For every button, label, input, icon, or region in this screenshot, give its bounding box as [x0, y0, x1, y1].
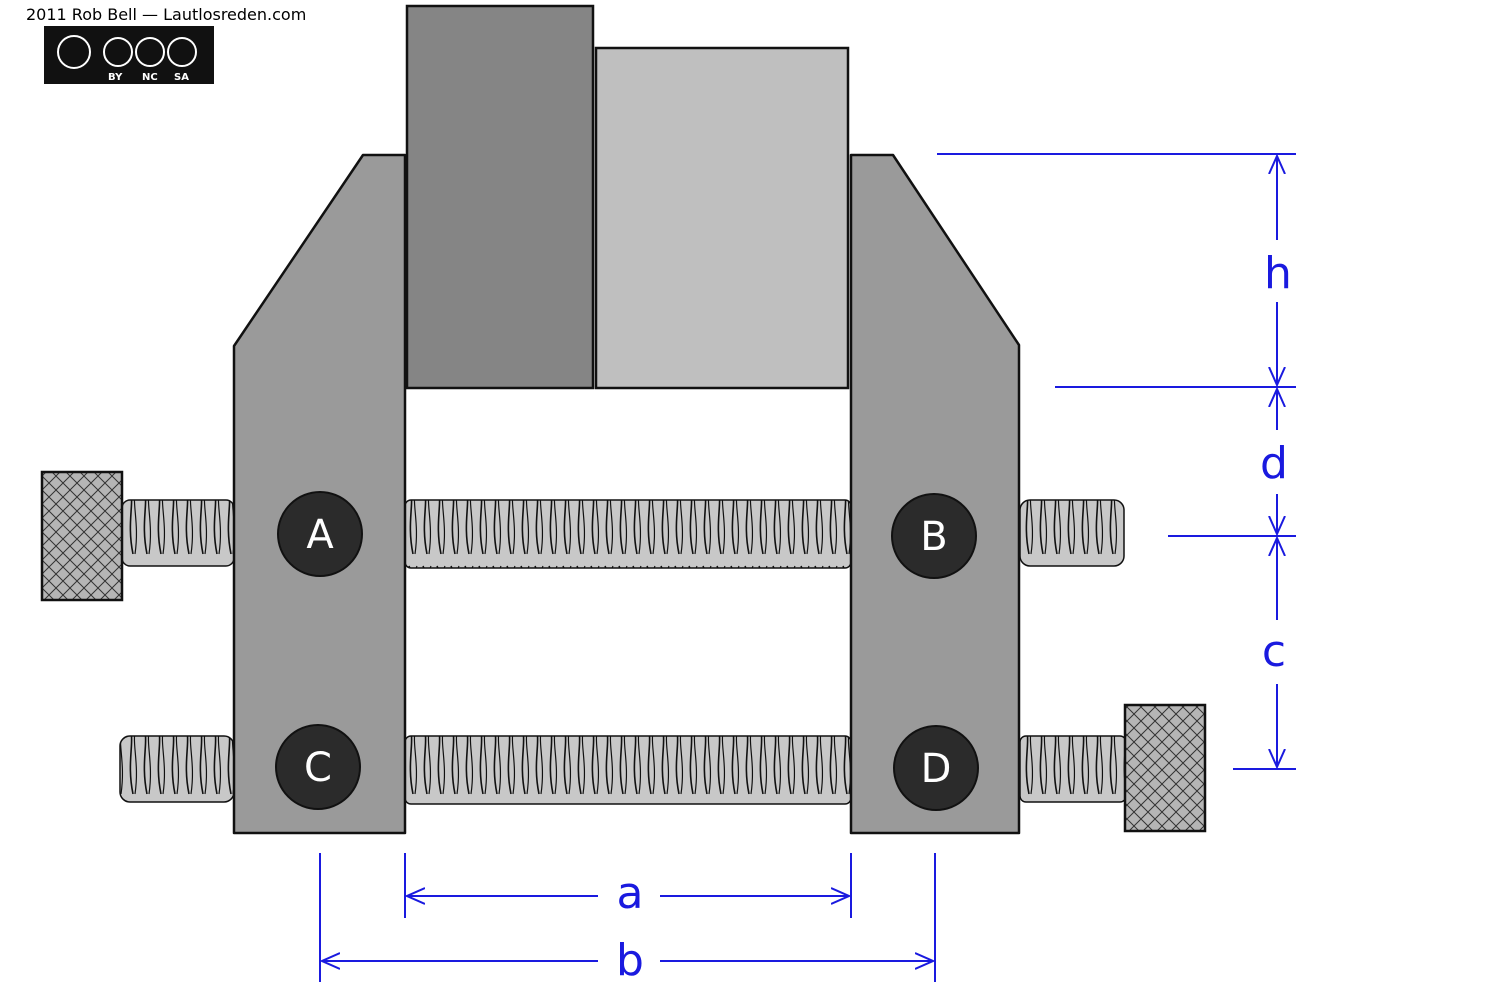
- dim-d-label: d: [1260, 438, 1288, 489]
- pin-c-circle: [275, 724, 361, 810]
- upper-screw-right-thread: [1019, 499, 1125, 567]
- horizontal-dimensions: [319, 853, 936, 982]
- by-icon: [103, 37, 133, 67]
- upper-screw-left-thread: [121, 499, 235, 567]
- lower-screw-right-thread: [1019, 735, 1127, 803]
- lower-screw: [119, 703, 1207, 833]
- upper-screw-middle-thread: [404, 499, 852, 569]
- lower-knob: [1123, 703, 1207, 833]
- lower-screw-left-thread: [119, 735, 235, 803]
- dim-a-label: a: [617, 868, 644, 919]
- pin-d: D: [893, 725, 979, 811]
- light-block: [594, 46, 850, 390]
- badge-label-by: BY: [108, 72, 123, 83]
- pin-b-label: B: [920, 514, 947, 560]
- dim-h-label: h: [1264, 248, 1292, 299]
- upper-screw: [40, 470, 1125, 602]
- sa-icon: [167, 37, 197, 67]
- pin-d-label: D: [921, 746, 952, 792]
- pin-c-label: C: [304, 745, 332, 791]
- license-badge: 2011 Rob Bell — Lautlosreden.com BY NC S…: [26, 5, 306, 84]
- vertical-dimensions: [937, 153, 1296, 770]
- dark-block: [405, 4, 595, 390]
- nc-icon: [135, 37, 165, 67]
- pin-d-circle: [893, 725, 979, 811]
- pin-b-circle: [891, 493, 977, 579]
- license-url: 2011 Rob Bell — Lautlosreden.com: [26, 5, 306, 24]
- pin-a: A: [277, 491, 363, 577]
- badge-label-sa: SA: [174, 72, 189, 83]
- badge-label-nc: NC: [142, 72, 158, 83]
- pin-a-label: A: [306, 512, 334, 558]
- pin-a-circle: [277, 491, 363, 577]
- upper-knob: [40, 470, 124, 602]
- lower-screw-middle-thread: [404, 735, 852, 805]
- cc-icon: [57, 35, 91, 69]
- dim-b-label: b: [616, 935, 644, 986]
- dim-c-label: c: [1262, 626, 1286, 677]
- pin-b: B: [891, 493, 977, 579]
- pin-c: C: [275, 724, 361, 810]
